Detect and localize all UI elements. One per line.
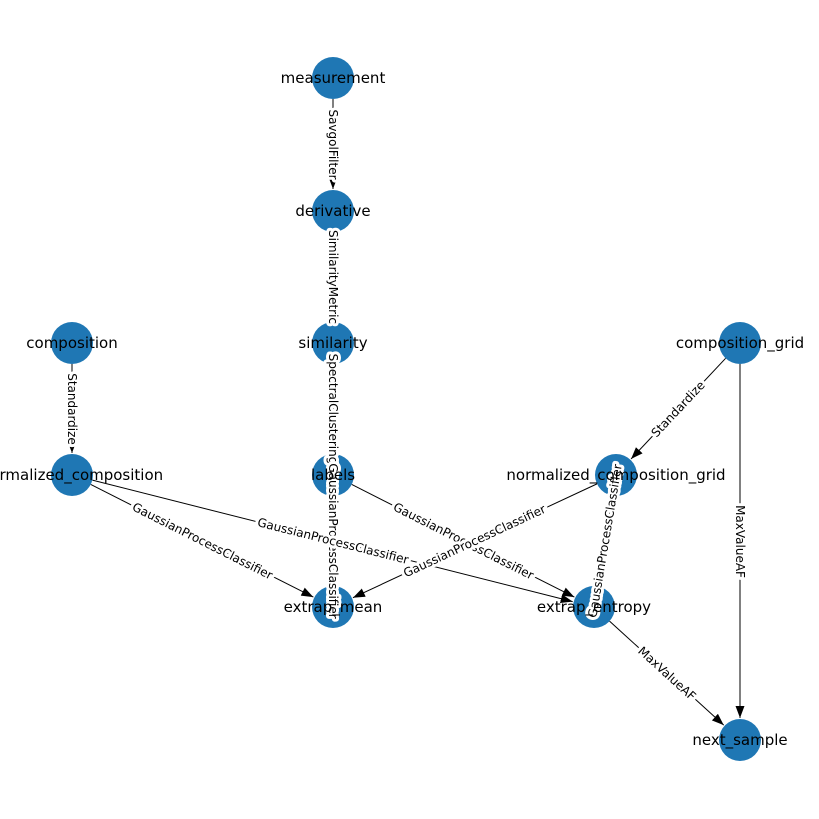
node-labels — [312, 454, 354, 496]
edge-label-extrap_entropy-to-next_sample: MaxValueAF — [635, 644, 698, 703]
edge-labels-to-extrap_entropy — [351, 484, 575, 598]
edge-label-similarity-to-labels: SpectralClustering — [326, 354, 340, 465]
node-labels-layer: measurement derivative similarity labels com… — [0, 69, 804, 750]
node-label-normalized_composition: normalized_composition — [0, 466, 163, 485]
node-normalized_composition_grid — [595, 454, 637, 496]
node-label-derivative: derivative — [295, 202, 370, 220]
node-derivative — [312, 190, 354, 232]
edge-label-derivative-to-similarity: SimilarityMetric — [326, 230, 340, 324]
node-label-extrap_entropy: extrap_entropy — [537, 598, 651, 617]
node-label-extrap_mean: extrap_mean — [284, 598, 383, 617]
node-extrap_entropy — [573, 586, 615, 628]
edge-label-composition_grid-to-next_sample: MaxValueAF — [733, 505, 747, 578]
edge-normalized_composition-to-extrap_entropy — [92, 479, 573, 604]
node-composition_grid — [719, 322, 761, 364]
edge-label-normalized_composition-to-extrap_mean: GaussianProcessClassifier — [130, 500, 275, 583]
node-extrap_mean — [312, 586, 354, 628]
node-label-measurement: measurement — [281, 69, 386, 87]
edge-label-measurement-to-derivative: SavgolFilter — [326, 109, 340, 179]
edge-extrap_entropy-to-next_sample — [609, 620, 725, 726]
node-label-composition_grid: composition_grid — [676, 334, 804, 353]
edge-label-composition-to-normalized_composition: Standardize — [65, 373, 79, 445]
edge-composition_grid-to-normalized_composition_grid — [630, 357, 726, 460]
node-label-composition: composition — [26, 334, 117, 352]
node-label-labels: labels — [311, 466, 355, 484]
node-normalized_composition — [51, 454, 93, 496]
edge-normalized_composition_grid-to-extrap_mean — [352, 483, 598, 599]
nodes-layer — [51, 57, 761, 761]
edge-normalized_composition-to-extrap_mean — [90, 484, 314, 598]
edge-normalized_composition_grid-to-extrap_entropy — [595, 495, 614, 586]
edges-layer — [67, 99, 745, 726]
node-label-next_sample: next_sample — [692, 731, 787, 750]
node-measurement — [312, 57, 354, 99]
node-similarity — [312, 322, 354, 364]
edge-label-labels-to-extrap_mean: GaussianProcessClassifier — [326, 463, 340, 618]
edge-label-composition_grid-to-normalized_composition_grid: Standardize — [648, 378, 707, 440]
node-next_sample — [719, 719, 761, 761]
node-label-normalized_composition_grid: normalized_composition_grid — [506, 466, 725, 485]
node-composition — [51, 322, 93, 364]
node-label-similarity: similarity — [298, 334, 367, 352]
